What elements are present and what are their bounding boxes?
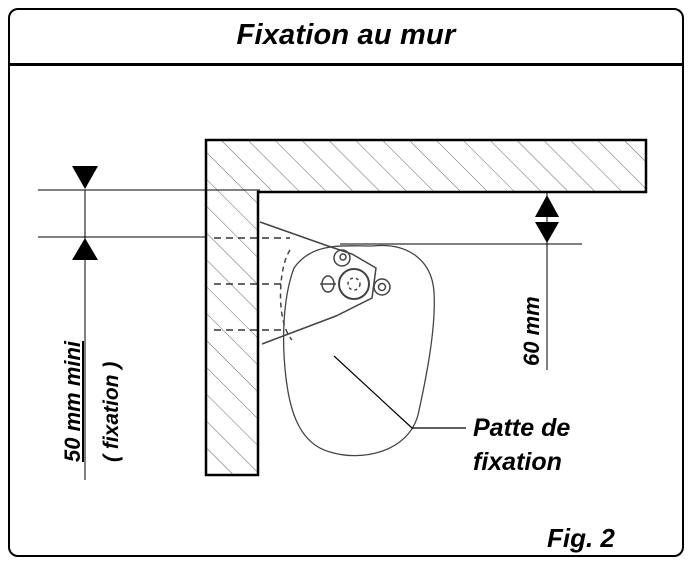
mounting-bracket — [259, 221, 391, 345]
wall-section — [204, 138, 648, 477]
figure-number: Fig. 2 — [547, 523, 615, 553]
awning-housing — [282, 244, 435, 457]
height-label: 60 mm — [519, 296, 544, 366]
bracket-label-line1: Patte de — [473, 414, 571, 442]
title-bar: Fixation au mur — [8, 8, 684, 66]
height-dimension — [340, 193, 582, 370]
figure-title: Fixation au mur — [236, 19, 456, 51]
wall-screws — [214, 237, 290, 331]
min-distance-note: ( fixation ) — [100, 361, 123, 462]
bracket-leader-line — [333, 355, 466, 429]
min-distance-label: 50 mm mini — [60, 340, 85, 462]
bracket-label-line2: fixation — [473, 448, 562, 476]
figure-frame — [8, 8, 684, 557]
min-distance-dimension — [38, 166, 260, 480]
